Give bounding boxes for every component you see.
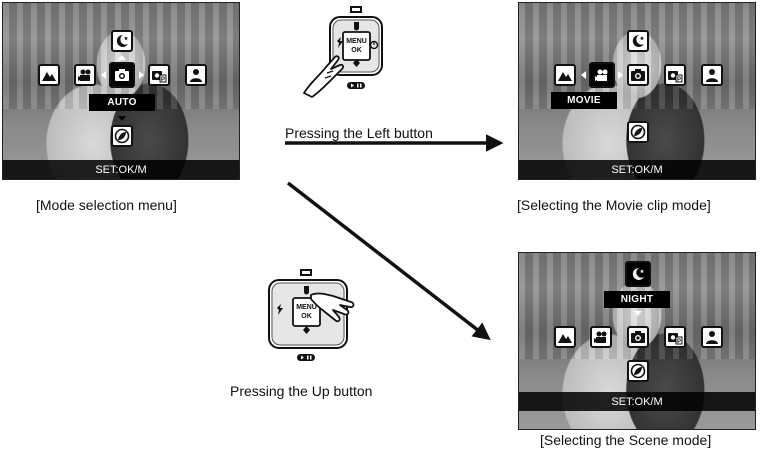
- set-ok-bar: SET:OK/M: [519, 160, 755, 179]
- caption-up-button: Pressing the Up button: [230, 383, 373, 399]
- macro-icon: [111, 125, 133, 147]
- camera-program-icon: [664, 64, 686, 86]
- mode-menu-screen: AUTO SET:OK/M: [2, 2, 240, 180]
- flash-icon: [337, 37, 343, 48]
- pointing-hand-icon: [303, 55, 344, 98]
- movie-icon: [589, 62, 615, 88]
- play-pause-icon: [347, 82, 365, 89]
- pointing-hand-icon: [310, 292, 355, 323]
- night-icon: [111, 30, 133, 52]
- macro-icon: [627, 360, 649, 382]
- left-arrow-indicator: [581, 71, 586, 79]
- mode-label-movie: MOVIE: [551, 92, 617, 109]
- right-arrow-indicator: [139, 71, 144, 79]
- macro-icon: [627, 121, 649, 143]
- microphone-icon: [304, 286, 309, 295]
- caption-movie-mode: [Selecting the Movie clip mode]: [517, 197, 711, 213]
- macro-small-icon: [303, 326, 310, 334]
- movie-icon: [74, 64, 96, 86]
- landscape-icon: [554, 326, 576, 348]
- movie-mode-screen: MOVIE SET:OK/M: [518, 2, 756, 180]
- portrait-icon: [701, 326, 723, 348]
- landscape-icon: [554, 64, 576, 86]
- mode-label-night: NIGHT: [604, 291, 670, 308]
- flash-icon: [277, 304, 283, 315]
- set-ok-bar: SET:OK/M: [3, 160, 239, 179]
- left-arrow-indicator: [101, 71, 106, 79]
- up-button-dpad: MENU OK: [268, 269, 355, 361]
- menu-text: MENU: [346, 38, 367, 45]
- camera-program-icon: [664, 326, 686, 348]
- mode-label-auto: AUTO: [89, 94, 155, 111]
- left-button-dpad: MENU OK: [303, 6, 383, 98]
- portrait-icon: [185, 64, 207, 86]
- ok-text: OK: [301, 313, 312, 320]
- lcd-icon: [350, 6, 362, 13]
- movie-icon: [590, 326, 612, 348]
- portrait-icon: [701, 64, 723, 86]
- caption-mode-menu: [Mode selection menu]: [36, 197, 177, 213]
- night-icon: [627, 30, 649, 52]
- night-icon: [625, 261, 651, 287]
- macro-small-icon: [353, 59, 360, 67]
- menu-text: MENU: [296, 304, 317, 311]
- down-arrow-indicator: [634, 311, 642, 316]
- camera-icon: [627, 326, 649, 348]
- scene-mode-screen: NIGHT SET:OK/M: [518, 252, 756, 430]
- lcd-icon: [300, 269, 312, 276]
- camera-program-icon: [148, 64, 170, 86]
- microphone-icon: [354, 22, 359, 31]
- caption-left-button: Pressing the Left button: [285, 125, 433, 141]
- down-arrow-indicator: [118, 116, 126, 121]
- up-arrow-indicator: [118, 55, 126, 60]
- arrow-diagonal: [286, 181, 491, 341]
- set-ok-bar: SET:OK/M: [519, 392, 755, 411]
- right-arrow-indicator: [618, 71, 623, 79]
- caption-scene-mode: [Selecting the Scene mode]: [540, 432, 712, 448]
- camera-icon: [109, 62, 135, 88]
- play-pause-icon: [297, 354, 315, 361]
- self-timer-icon: [369, 40, 379, 50]
- ok-text: OK: [351, 47, 362, 54]
- landscape-icon: [38, 64, 60, 86]
- camera-icon: [627, 64, 649, 86]
